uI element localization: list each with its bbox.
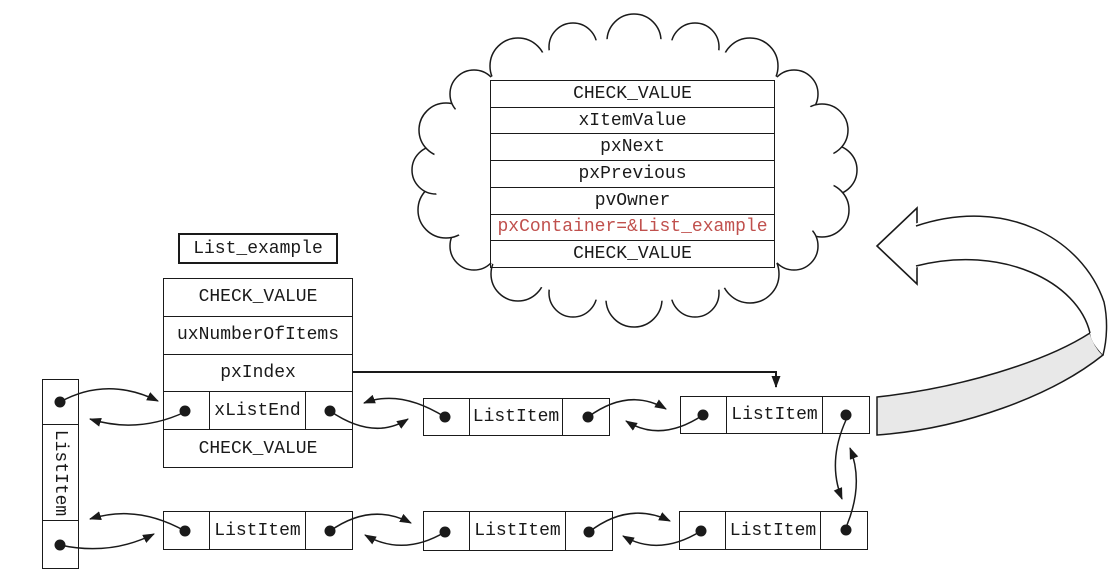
cloud-row-pxprevious: pxPrevious <box>491 160 774 187</box>
item-label: ListItem <box>214 520 301 541</box>
swoosh-upper-band-fill <box>914 215 1107 355</box>
list-item-node-vertical: ListItem <box>42 379 79 569</box>
pointer-dot <box>179 405 191 417</box>
down-link-arrow <box>833 419 847 500</box>
pointer-dot <box>324 525 336 537</box>
list-item-node: ListItem <box>423 398 610 436</box>
cloud-row-xitemvalue: xItemValue <box>491 106 774 134</box>
next-arrow <box>59 533 155 550</box>
xlistend-prev-cell <box>164 392 210 430</box>
pointer-dot <box>324 405 336 417</box>
next-arrow <box>588 512 671 533</box>
xlistend-next-cell <box>305 392 352 430</box>
list-row-xlistend: xListEnd <box>164 391 352 430</box>
pointer-dot <box>695 525 707 537</box>
swoosh-lower-band <box>876 331 1105 436</box>
xlistend-label: xListEnd <box>214 400 301 421</box>
item-label: ListItem <box>472 407 560 427</box>
prev-arrow <box>363 394 446 418</box>
swoosh-upper-band-outer-edge <box>915 215 1108 356</box>
next-arrow <box>329 513 412 532</box>
item-next-cell <box>562 399 609 435</box>
item-label: ListItem <box>474 521 561 541</box>
swoosh-arrowhead <box>875 206 918 286</box>
list-item-node: ListItem <box>423 511 613 551</box>
item-prev-cell <box>681 397 727 433</box>
pointer-dot <box>840 409 852 421</box>
pointer-dot <box>583 526 595 538</box>
up-link-arrow <box>846 447 859 526</box>
cloud-row-pxnext: pxNext <box>491 133 774 160</box>
prev-arrow <box>625 414 704 432</box>
cloud-row-check-value-bottom: CHECK_VALUE <box>491 240 774 267</box>
detail-cloud <box>411 13 858 328</box>
list-structure-table: CHECK_VALUE uxNumberOfItems pxIndex xLis… <box>163 278 353 468</box>
item-label: ListItem <box>729 520 817 541</box>
cloud-body <box>433 38 835 302</box>
pointer-dots <box>54 396 852 551</box>
wrap-around-arrow <box>875 206 1108 436</box>
item-prev-cell <box>424 512 470 550</box>
item-next-cell <box>822 397 869 433</box>
cloud-detail-table: CHECK_VALUE xItemValue pxNext pxPrevious… <box>490 80 775 268</box>
item-label: ListItem <box>50 429 71 516</box>
next-arrow <box>329 410 409 430</box>
item-prev-cell <box>680 512 726 549</box>
pointer-dot <box>840 524 852 536</box>
item-prev-cell <box>164 512 210 549</box>
pointer-dot <box>54 539 66 551</box>
list-row-check-value-top: CHECK_VALUE <box>198 287 318 308</box>
prev-arrow <box>364 531 446 546</box>
list-example-label: List_example <box>178 233 338 264</box>
item-prev-cell <box>43 380 78 425</box>
pointer-dot <box>439 526 451 538</box>
cloud-row-pxcontainer: pxContainer=&List_example <box>491 213 774 241</box>
list-row-check-value-bottom: CHECK_VALUE <box>164 429 352 467</box>
item-label-vertical: ListItem <box>43 425 78 520</box>
list-item-node: ListItem <box>163 511 353 550</box>
prev-arrow <box>622 530 702 547</box>
item-next-cell <box>565 512 612 550</box>
cloud-row-pvowner: pvOwner <box>491 186 774 214</box>
pointer-dot <box>582 411 594 423</box>
list-item-node: ListItem <box>680 396 870 434</box>
pointer-dot <box>439 411 451 423</box>
px-index-pointer-arrow <box>353 371 781 388</box>
link-arrows <box>59 388 859 550</box>
swoosh-upper-band-inner-edge <box>915 258 1091 334</box>
pointer-dot <box>697 409 709 421</box>
list-item-node: ListItem <box>679 511 868 550</box>
item-prev-cell <box>424 399 470 435</box>
prev-arrow <box>89 411 186 427</box>
pointer-dot <box>179 525 191 537</box>
item-next-cell <box>305 512 352 549</box>
item-next-cell <box>820 512 867 549</box>
pointer-dot <box>54 396 66 408</box>
next-arrow <box>59 388 159 403</box>
cloud-row-check-value-top: CHECK_VALUE <box>573 83 692 104</box>
list-row-pxindex: pxIndex <box>164 353 352 392</box>
next-arrow <box>587 398 667 418</box>
item-label: ListItem <box>731 405 818 425</box>
item-next-cell <box>43 520 78 568</box>
list-row-uxnumberofitems: uxNumberOfItems <box>164 315 352 354</box>
prev-arrow <box>89 511 186 532</box>
